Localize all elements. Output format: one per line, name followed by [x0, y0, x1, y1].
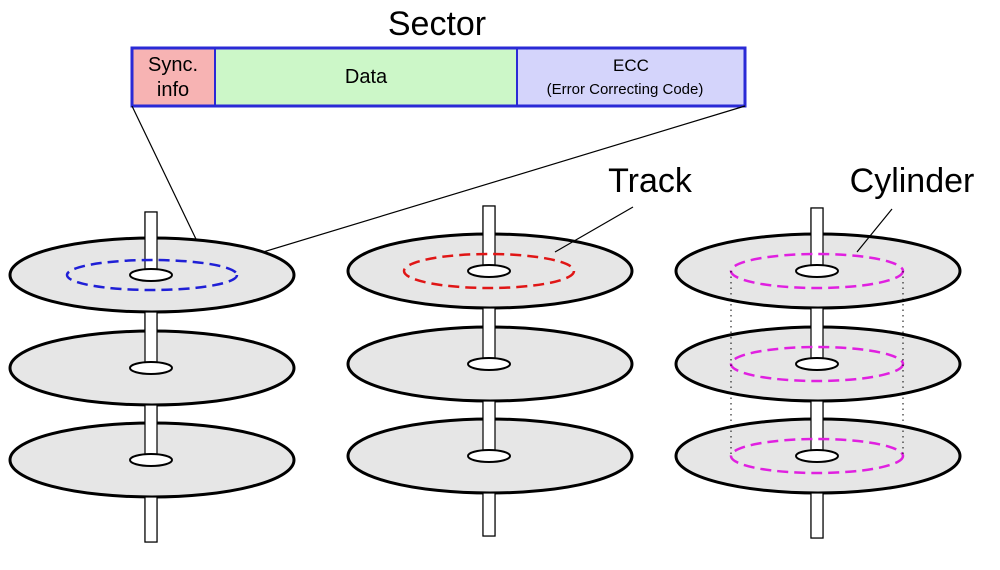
- track-ring: [402, 252, 576, 290]
- spindle-segment: [144, 496, 158, 543]
- track-leader-line: [554, 206, 634, 253]
- sector-record-border: [130, 46, 747, 108]
- disk-stack-sector: [8, 211, 296, 543]
- cylinder-label: Cylinder: [850, 162, 975, 200]
- spindle-segment: [810, 492, 824, 539]
- ecc-label: ECC: [613, 56, 649, 75]
- spindle-segment: [810, 207, 824, 272]
- hub: [129, 453, 173, 467]
- hub: [795, 357, 839, 371]
- spindle-segment: [144, 211, 158, 276]
- track-label: Track: [608, 162, 693, 200]
- data-label: Data: [345, 66, 388, 88]
- spindle-segment: [482, 205, 496, 272]
- cylinder-ring: [729, 437, 905, 475]
- cylinder-leader-line: [856, 208, 893, 253]
- spindle-segment: [482, 307, 496, 365]
- hub: [795, 264, 839, 278]
- sync-info-field: [132, 48, 215, 106]
- hub: [129, 361, 173, 375]
- disk-stack-track: [346, 205, 634, 537]
- hub: [467, 449, 511, 463]
- sync-info-label-line1: Sync.: [148, 54, 198, 76]
- sector-zoom-line-right: [216, 105, 746, 267]
- hub: [795, 449, 839, 463]
- ecc-field: [517, 48, 745, 106]
- spindle-segment: [144, 311, 158, 369]
- spindle-segment: [482, 492, 496, 537]
- sector-title: Sector: [388, 5, 486, 43]
- sector-track-ring: [65, 258, 239, 292]
- hub: [129, 268, 173, 282]
- sync-info-label-line2: info: [157, 79, 189, 101]
- hub: [467, 357, 511, 371]
- sector-record: Sync. info Data ECC (Error Correcting Co…: [130, 46, 747, 108]
- spindle-segment: [810, 307, 824, 365]
- data-field: [215, 48, 517, 106]
- sector-zoom-line-left: [131, 105, 208, 263]
- hub: [467, 264, 511, 278]
- cylinder-ring: [729, 345, 905, 383]
- spindle-segment: [144, 404, 158, 461]
- spindle-segment: [482, 400, 496, 457]
- ecc-expansion-label: (Error Correcting Code): [547, 81, 704, 98]
- disk-stack-cylinder: [674, 207, 962, 539]
- spindle-segment: [810, 400, 824, 457]
